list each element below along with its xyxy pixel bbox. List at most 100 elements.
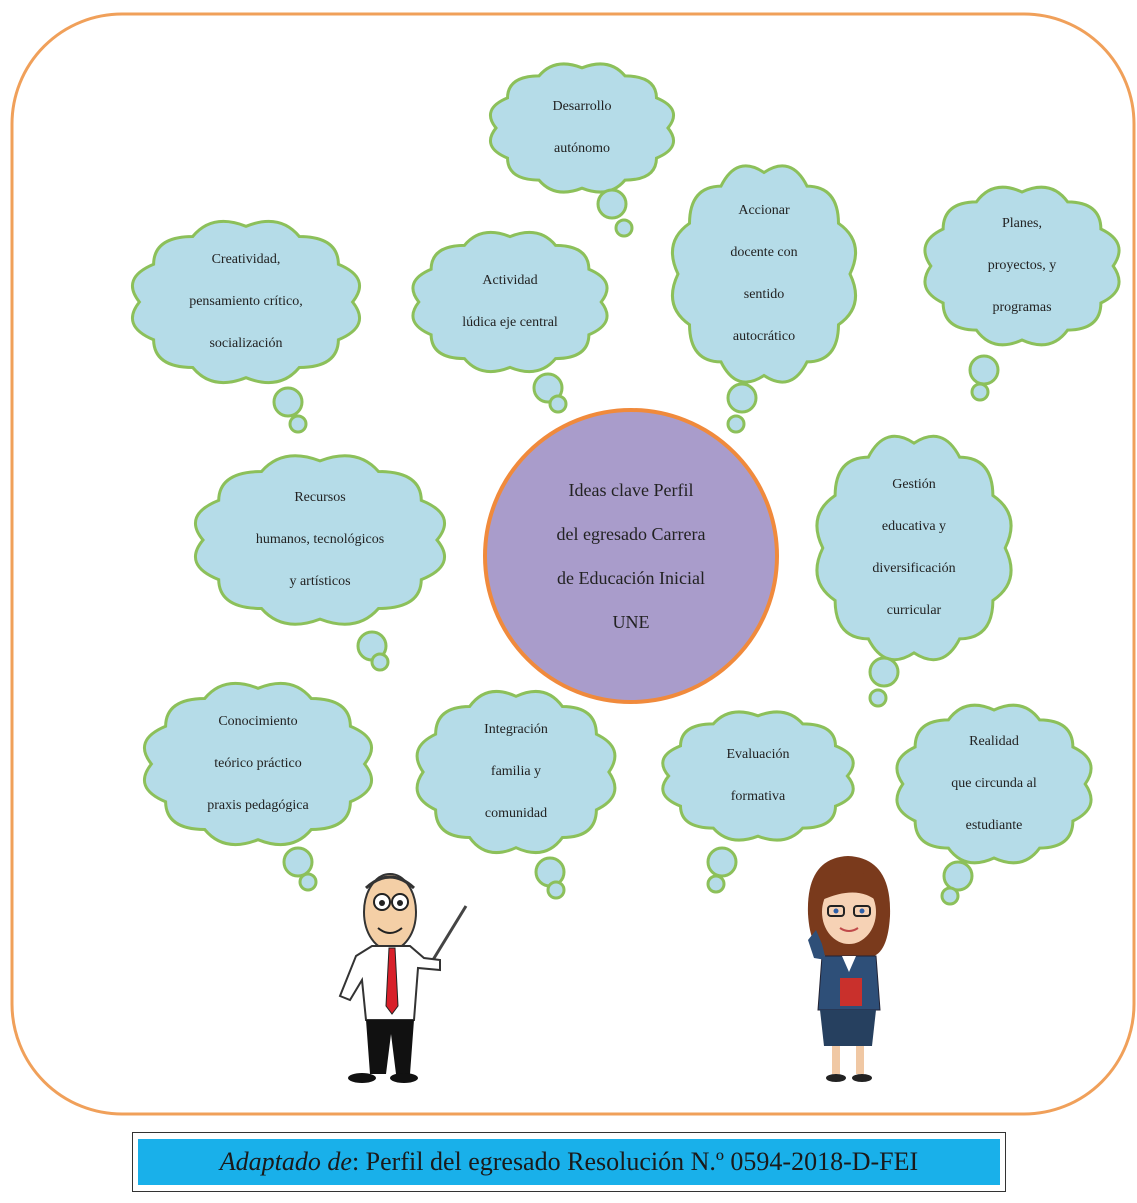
bubble-label-line: Gestión [892,476,936,492]
thought-bubble-tail [706,846,738,878]
bubble-label-actividad: Actividad lúdica eje central [415,234,606,371]
bubble-label-realidad: Realidad que circunda al estudiante [899,707,1090,862]
thought-bubble-planes [923,185,1121,402]
thought-bubble-shape [193,454,447,626]
bubble-label-line: Creatividad, [211,251,281,267]
thought-bubble-tail [968,354,1000,386]
bubble-label-line: familia y [490,763,542,779]
bubble-label-line: Realidad [969,733,1019,749]
thought-bubble-integracion [415,689,617,900]
center-title-line: de Educación Inicial [557,568,705,588]
thought-bubble-shape [488,62,676,194]
bubble-label-line: socialización [209,335,283,351]
bubble-label-line: humanos, tecnológicos [255,531,385,547]
teacher-woman-illustration [807,856,891,1082]
source-prefix: Adaptado de [219,1147,352,1176]
bubble-label-line: curricular [886,602,942,618]
center-title: Ideas clave Perfil del egresado Carrera … [500,446,762,666]
bubble-label-conocimiento: Conocimiento teórico práctico praxis pedag… [146,685,369,843]
thought-bubble-tail [726,414,746,434]
bubble-label-line: y artísticos [289,573,351,589]
thought-bubble-shape [130,219,362,385]
bubble-label-line: autocrático [732,328,796,344]
thought-bubble-tail [298,872,318,892]
bubble-label-gestion: Gestión educativa y diversificación curricu… [819,438,1010,658]
thought-bubble-tail [706,874,726,894]
thought-bubble-gestion [815,434,1013,708]
thought-bubble-shape [923,185,1121,347]
bubble-label-line: Desarrollo [552,99,612,114]
bubble-label-line: teórico práctico [214,755,302,771]
thought-bubble-tail [546,880,566,900]
thought-bubble-tail [868,688,888,708]
bubble-label-line: Actividad [482,272,538,288]
center-title-line: UNE [612,612,650,632]
bubble-label-recursos: Recursos humanos, tecnológicos y artístico… [198,457,443,623]
bubble-label-line: lúdica eje central [462,314,558,330]
bubble-label-line: Integración [484,721,548,737]
thought-bubble-tail [940,886,960,906]
thought-bubble-shape [661,710,855,842]
thought-bubble-accionar [670,164,858,434]
thought-bubble-tail [970,382,990,402]
bubble-label-evaluacion: Evaluación formativa [664,713,851,839]
bubble-label-line: praxis pedagógica [207,797,309,813]
source-caption: Adaptado de: Perfil del egresado Resoluc… [138,1139,1000,1185]
bubble-label-line: Evaluación [726,747,790,762]
bubble-label-accionar: Accionar docente con sentido autocrático [674,168,854,380]
thought-bubble-shape [415,689,617,855]
bubble-label-line: docente con [730,244,798,260]
thought-bubble-tail [288,414,308,434]
thought-bubble-tail [370,652,390,672]
thought-bubble-tail [272,386,304,418]
bubble-label-line: programas [992,299,1052,315]
thought-bubble-tail [942,860,974,892]
thought-bubble-realidad [895,703,1093,906]
bubble-label-line: Recursos [294,489,346,505]
source-text: : Perfil del egresado Resolución N.º 059… [351,1147,919,1176]
center-title-line: del egresado Carrera [556,524,706,544]
thought-bubble-tail [282,846,314,878]
bubble-label-line: educativa y [881,518,947,534]
thought-bubble-tail [868,656,900,688]
bubble-label-line: proyectos, y [987,257,1057,273]
people-layer [338,856,891,1083]
thought-bubble-conocimiento [142,681,374,892]
bubble-label-creatividad: Creatividad, pensamiento crítico, socializ… [134,223,357,381]
thought-bubble-tail [726,382,758,414]
thought-bubble-shape [815,434,1013,662]
bubble-label-line: estudiante [965,817,1023,833]
thought-bubble-desarrollo [488,62,676,238]
thought-bubble-actividad [411,230,609,414]
thought-bubble-shape [670,164,858,384]
thought-bubble-tail [548,394,568,414]
outer-frame [10,12,1136,1116]
bubble-label-line: Accionar [738,202,790,218]
bubble-label-line: comunidad [484,805,548,821]
thought-bubble-recursos [193,454,447,672]
thought-bubble-shape [411,230,609,374]
source-caption-box: Adaptado de: Perfil del egresado Resoluc… [132,1132,1006,1192]
bubble-label-line: pensamiento crítico, [189,293,303,309]
center-circle [483,408,779,704]
thought-bubble-shape [895,703,1093,865]
thought-bubble-creatividad [130,219,362,434]
bubble-label-line: Planes, [1001,215,1043,231]
center-title-line: Ideas clave Perfil [568,480,694,500]
thought-bubble-tail [596,188,628,220]
bubble-label-line: Conocimiento [218,713,298,729]
thought-bubble-evaluacion [661,710,855,894]
bubble-label-line: diversificación [872,560,956,576]
clouds-layer [130,62,1121,906]
thought-bubble-tail [614,218,634,238]
bubble-label-integracion: Integración familia y comunidad [419,693,613,851]
thought-bubble-shape [142,681,374,847]
bubble-label-line: sentido [743,286,785,302]
bubble-label-line: formativa [730,789,786,804]
bubble-label-planes: Planes, proyectos, y programas [927,189,1118,344]
bubble-label-line: que circunda al [951,775,1037,791]
teacher-man-illustration [338,873,468,1083]
